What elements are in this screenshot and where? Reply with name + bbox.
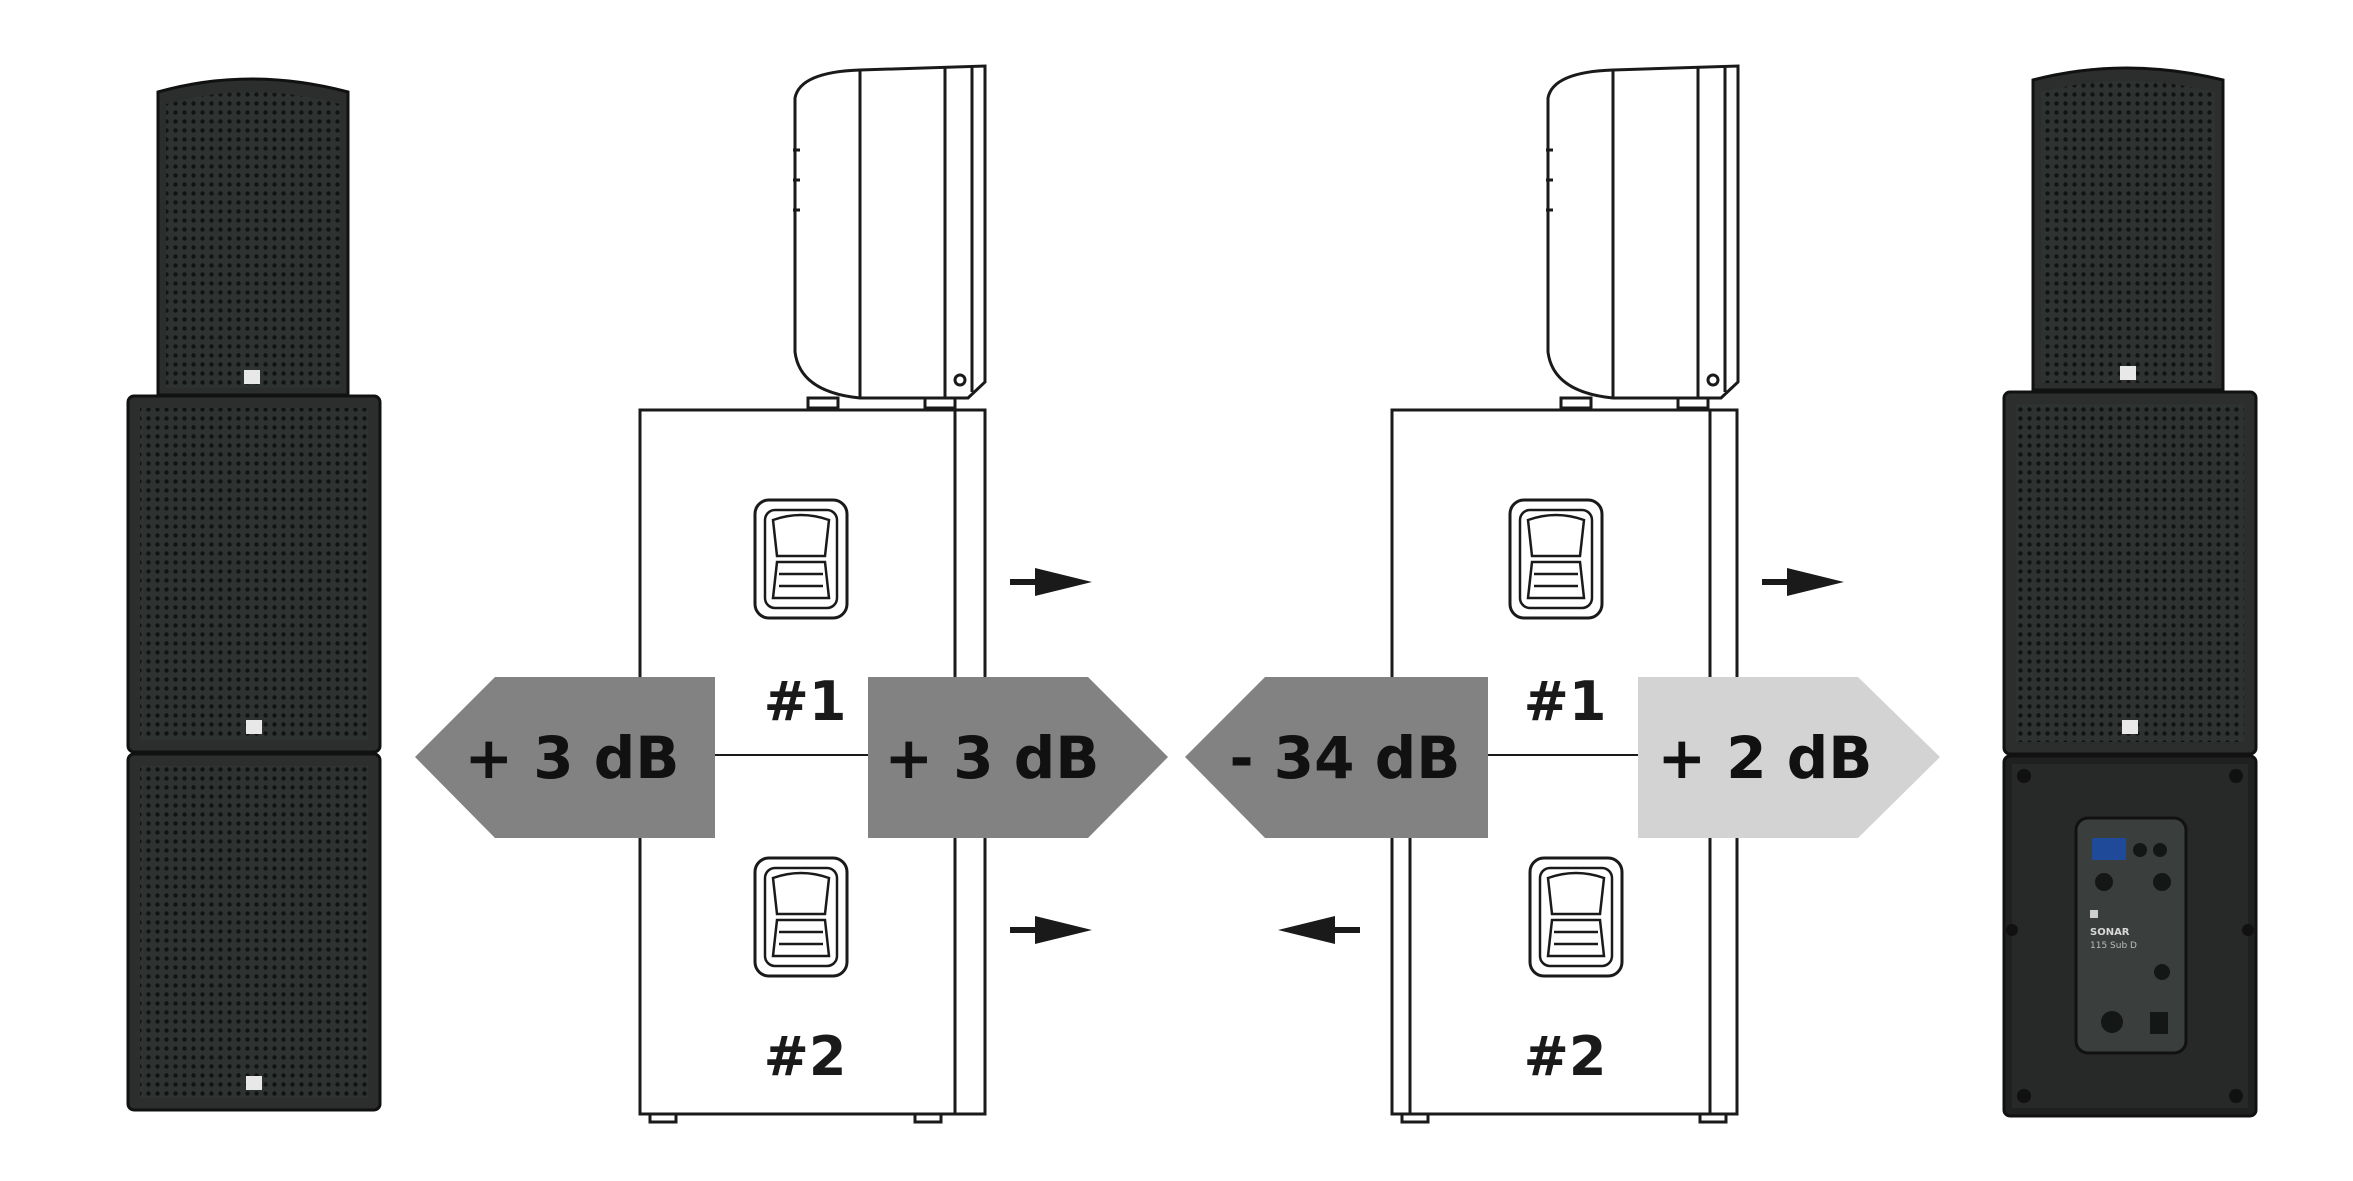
left-top-speaker-drawing: [793, 64, 987, 410]
right-top-speaker-drawing: [1546, 64, 1740, 410]
arrow-right-icon: [1762, 568, 1844, 596]
arrow-right-icon: [1010, 916, 1092, 944]
right-gain-left-label: - 34 dB: [1230, 724, 1461, 792]
rear-panel-variant: 115 Sub D: [2090, 941, 2137, 951]
hk-logo-icon: [246, 720, 262, 734]
left-sub-bottom-label: #2: [764, 1025, 847, 1088]
handle-icon: [1508, 498, 1604, 620]
hk-logo-icon: [244, 370, 260, 384]
hk-logo-icon: [2120, 366, 2136, 380]
arrow-left-icon: [1278, 916, 1360, 944]
right-sub-bottom-label: #2: [1524, 1025, 1607, 1088]
right-speaker-stack: SONAR 115 Sub D: [2002, 66, 2258, 1118]
left-sub-lower: [126, 752, 382, 1112]
left-sub-upper: [126, 394, 382, 754]
hk-logo-icon: [2090, 910, 2098, 918]
right-gain-right-label: + 2 dB: [1657, 724, 1872, 792]
left-speaker-stack: [126, 77, 382, 1112]
handle-icon: [1528, 856, 1624, 978]
right-line-stack: #1 #2: [1278, 64, 1844, 1124]
rear-panel-model: SONAR: [2090, 927, 2130, 938]
display-screen: [2092, 838, 2126, 860]
left-gain-right-label: + 3 dB: [884, 724, 1099, 792]
arrow-right-icon: [1010, 568, 1092, 596]
handle-icon: [753, 498, 849, 620]
left-line-stack: #1 #2: [638, 64, 1092, 1124]
left-gain-arrow-right: [868, 677, 1168, 838]
right-top-speaker: [2031, 66, 2225, 392]
right-sub-top-label: #1: [1524, 670, 1607, 733]
handle-icon: [753, 856, 849, 978]
right-sub-rear: SONAR 115 Sub D: [2002, 754, 2258, 1118]
right-gain-arrow-right: [1638, 677, 1940, 838]
left-sub-top-label: #1: [764, 670, 847, 733]
left-gain-arrow-left: [415, 677, 715, 838]
amp-panel: SONAR 115 Sub D: [2074, 816, 2188, 1055]
hk-logo-icon: [246, 1076, 262, 1090]
hk-logo-icon: [2122, 720, 2138, 734]
right-gain-arrow-left: [1185, 677, 1488, 838]
left-top-speaker: [156, 77, 350, 397]
right-sub-upper: [2002, 390, 2258, 756]
left-gain-left-label: + 3 dB: [464, 724, 679, 792]
